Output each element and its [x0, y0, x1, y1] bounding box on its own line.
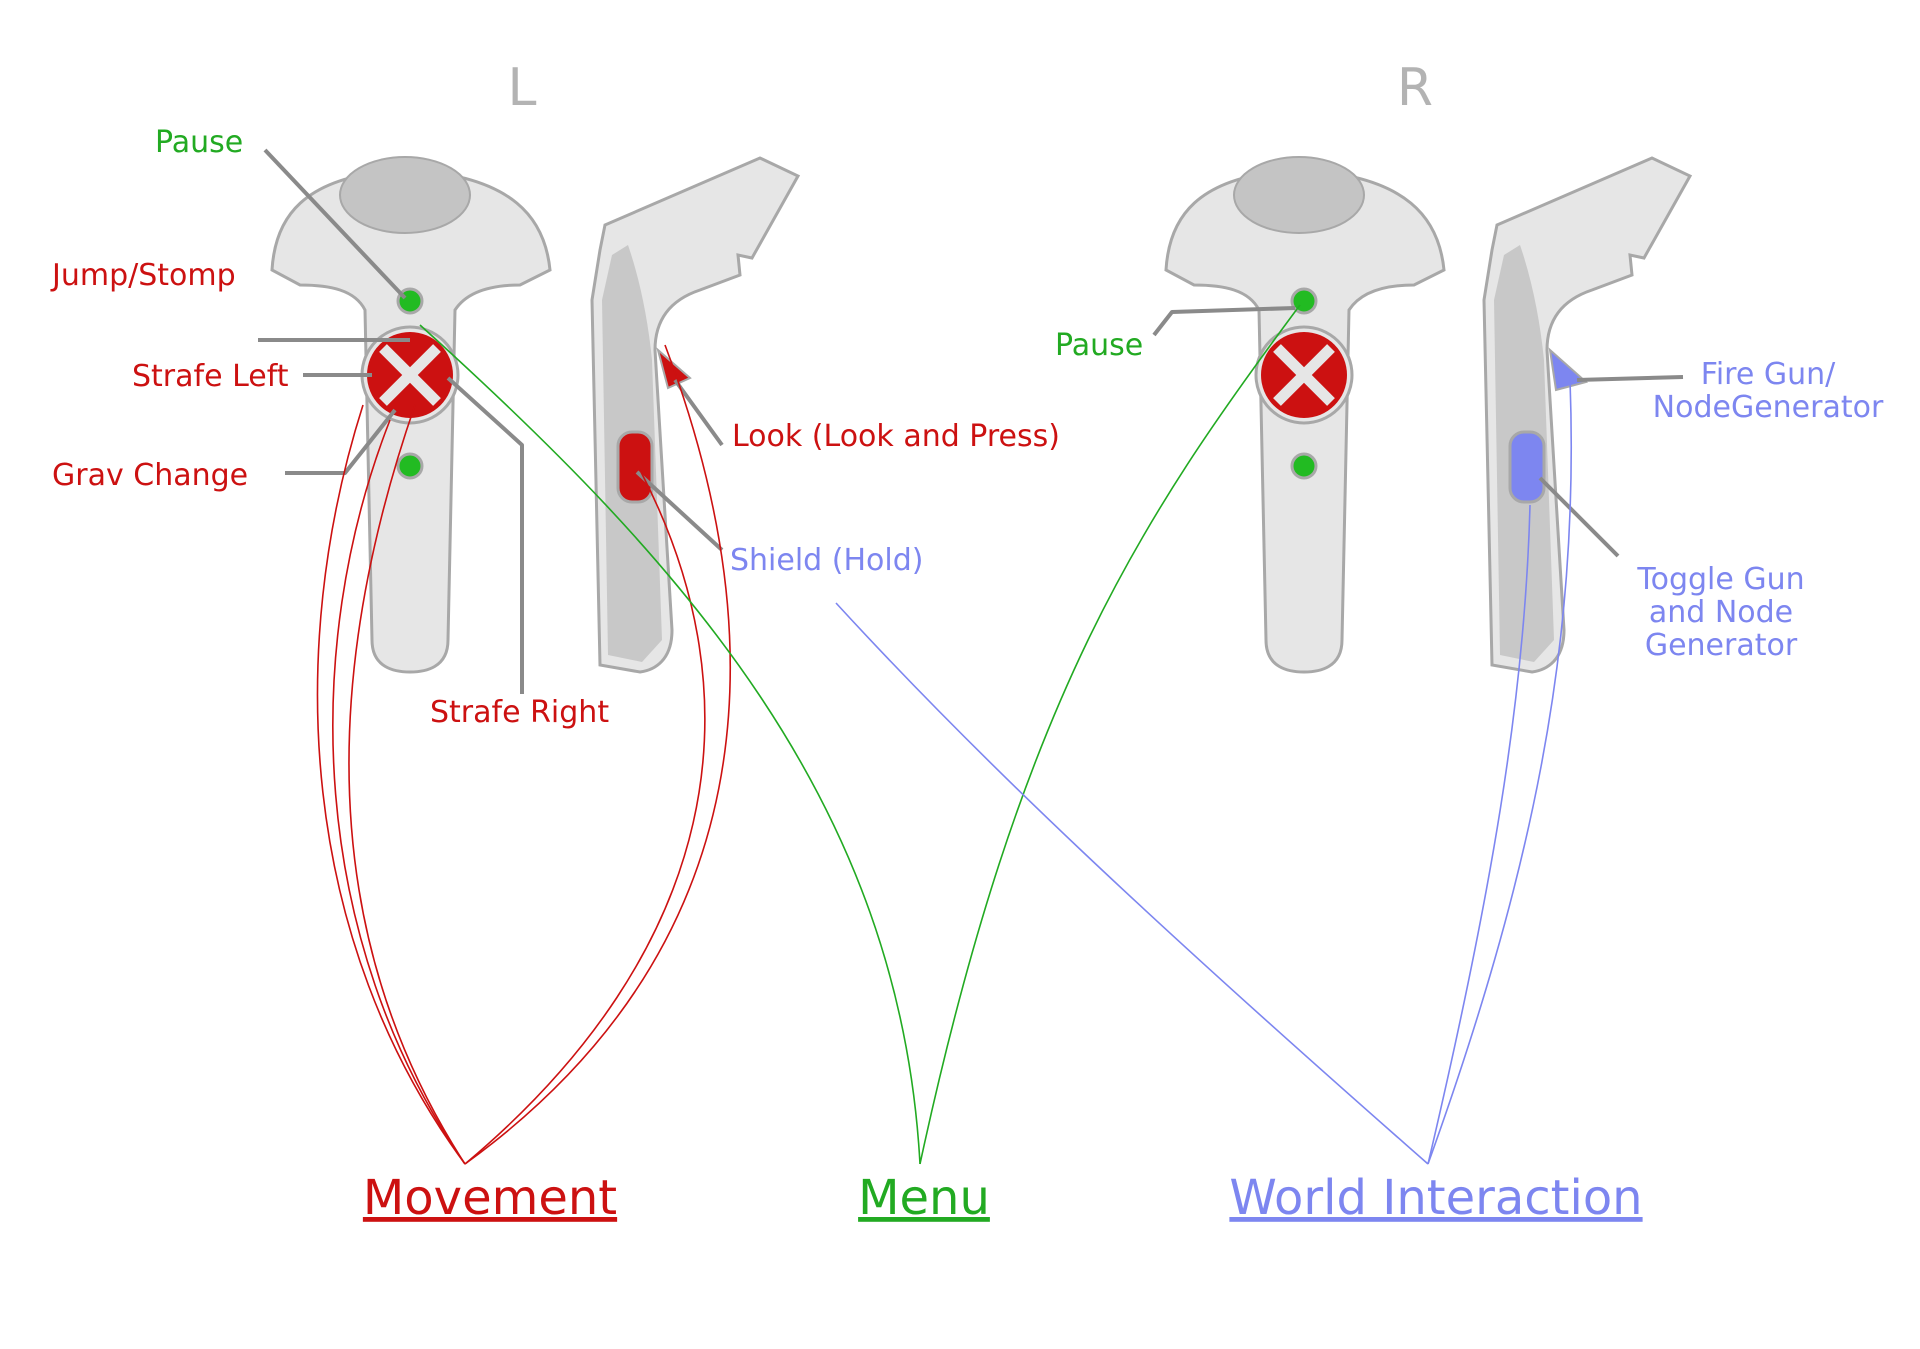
label-fire-gun-line2: NodeGenerator — [1653, 390, 1884, 425]
label-right-pause: Pause — [1055, 328, 1143, 363]
label-toggle-line2: and Node — [1649, 595, 1793, 630]
label-shield: Shield (Hold) — [730, 543, 923, 578]
left-side-heading: L — [508, 58, 537, 118]
menu-curves — [419, 304, 1301, 1165]
label-toggle-line3: Generator — [1645, 628, 1798, 663]
right-trigger-icon[interactable] — [1548, 347, 1589, 392]
category-world-interaction: World Interaction — [1229, 1170, 1642, 1226]
label-fire-gun-line1: Fire Gun/ — [1701, 357, 1836, 392]
left-controller-front — [270, 156, 552, 674]
right-grip-button-icon[interactable] — [1508, 430, 1546, 504]
category-movement: Movement — [363, 1170, 617, 1226]
left-trackpad-icon[interactable] — [367, 332, 453, 418]
right-menu-button-icon[interactable] — [1290, 287, 1318, 315]
right-trackpad-icon[interactable] — [1261, 332, 1347, 418]
left-system-button-icon[interactable] — [396, 452, 424, 480]
category-menu: Menu — [858, 1170, 990, 1226]
label-toggle-line1: Toggle Gun — [1636, 562, 1804, 597]
right-controller-front — [1164, 156, 1446, 674]
right-system-button-icon[interactable] — [1290, 452, 1318, 480]
left-grip-button-icon[interactable] — [616, 430, 654, 504]
leader-lines — [258, 148, 1684, 694]
world-interaction-curves — [835, 379, 1573, 1165]
label-jump-stomp: Jump/Stomp — [50, 258, 236, 293]
right-tracking-ring-icon — [1233, 156, 1365, 234]
movement-curves — [316, 344, 731, 1165]
label-look: Look (Look and Press) — [732, 419, 1060, 454]
right-side-heading: R — [1397, 58, 1433, 118]
left-tracking-ring-icon — [339, 156, 471, 234]
label-left-pause: Pause — [155, 125, 243, 160]
left-controller-side — [590, 156, 801, 674]
label-strafe-right: Strafe Right — [430, 695, 609, 730]
label-grav-change: Grav Change — [52, 458, 248, 493]
label-strafe-left: Strafe Left — [132, 359, 289, 394]
